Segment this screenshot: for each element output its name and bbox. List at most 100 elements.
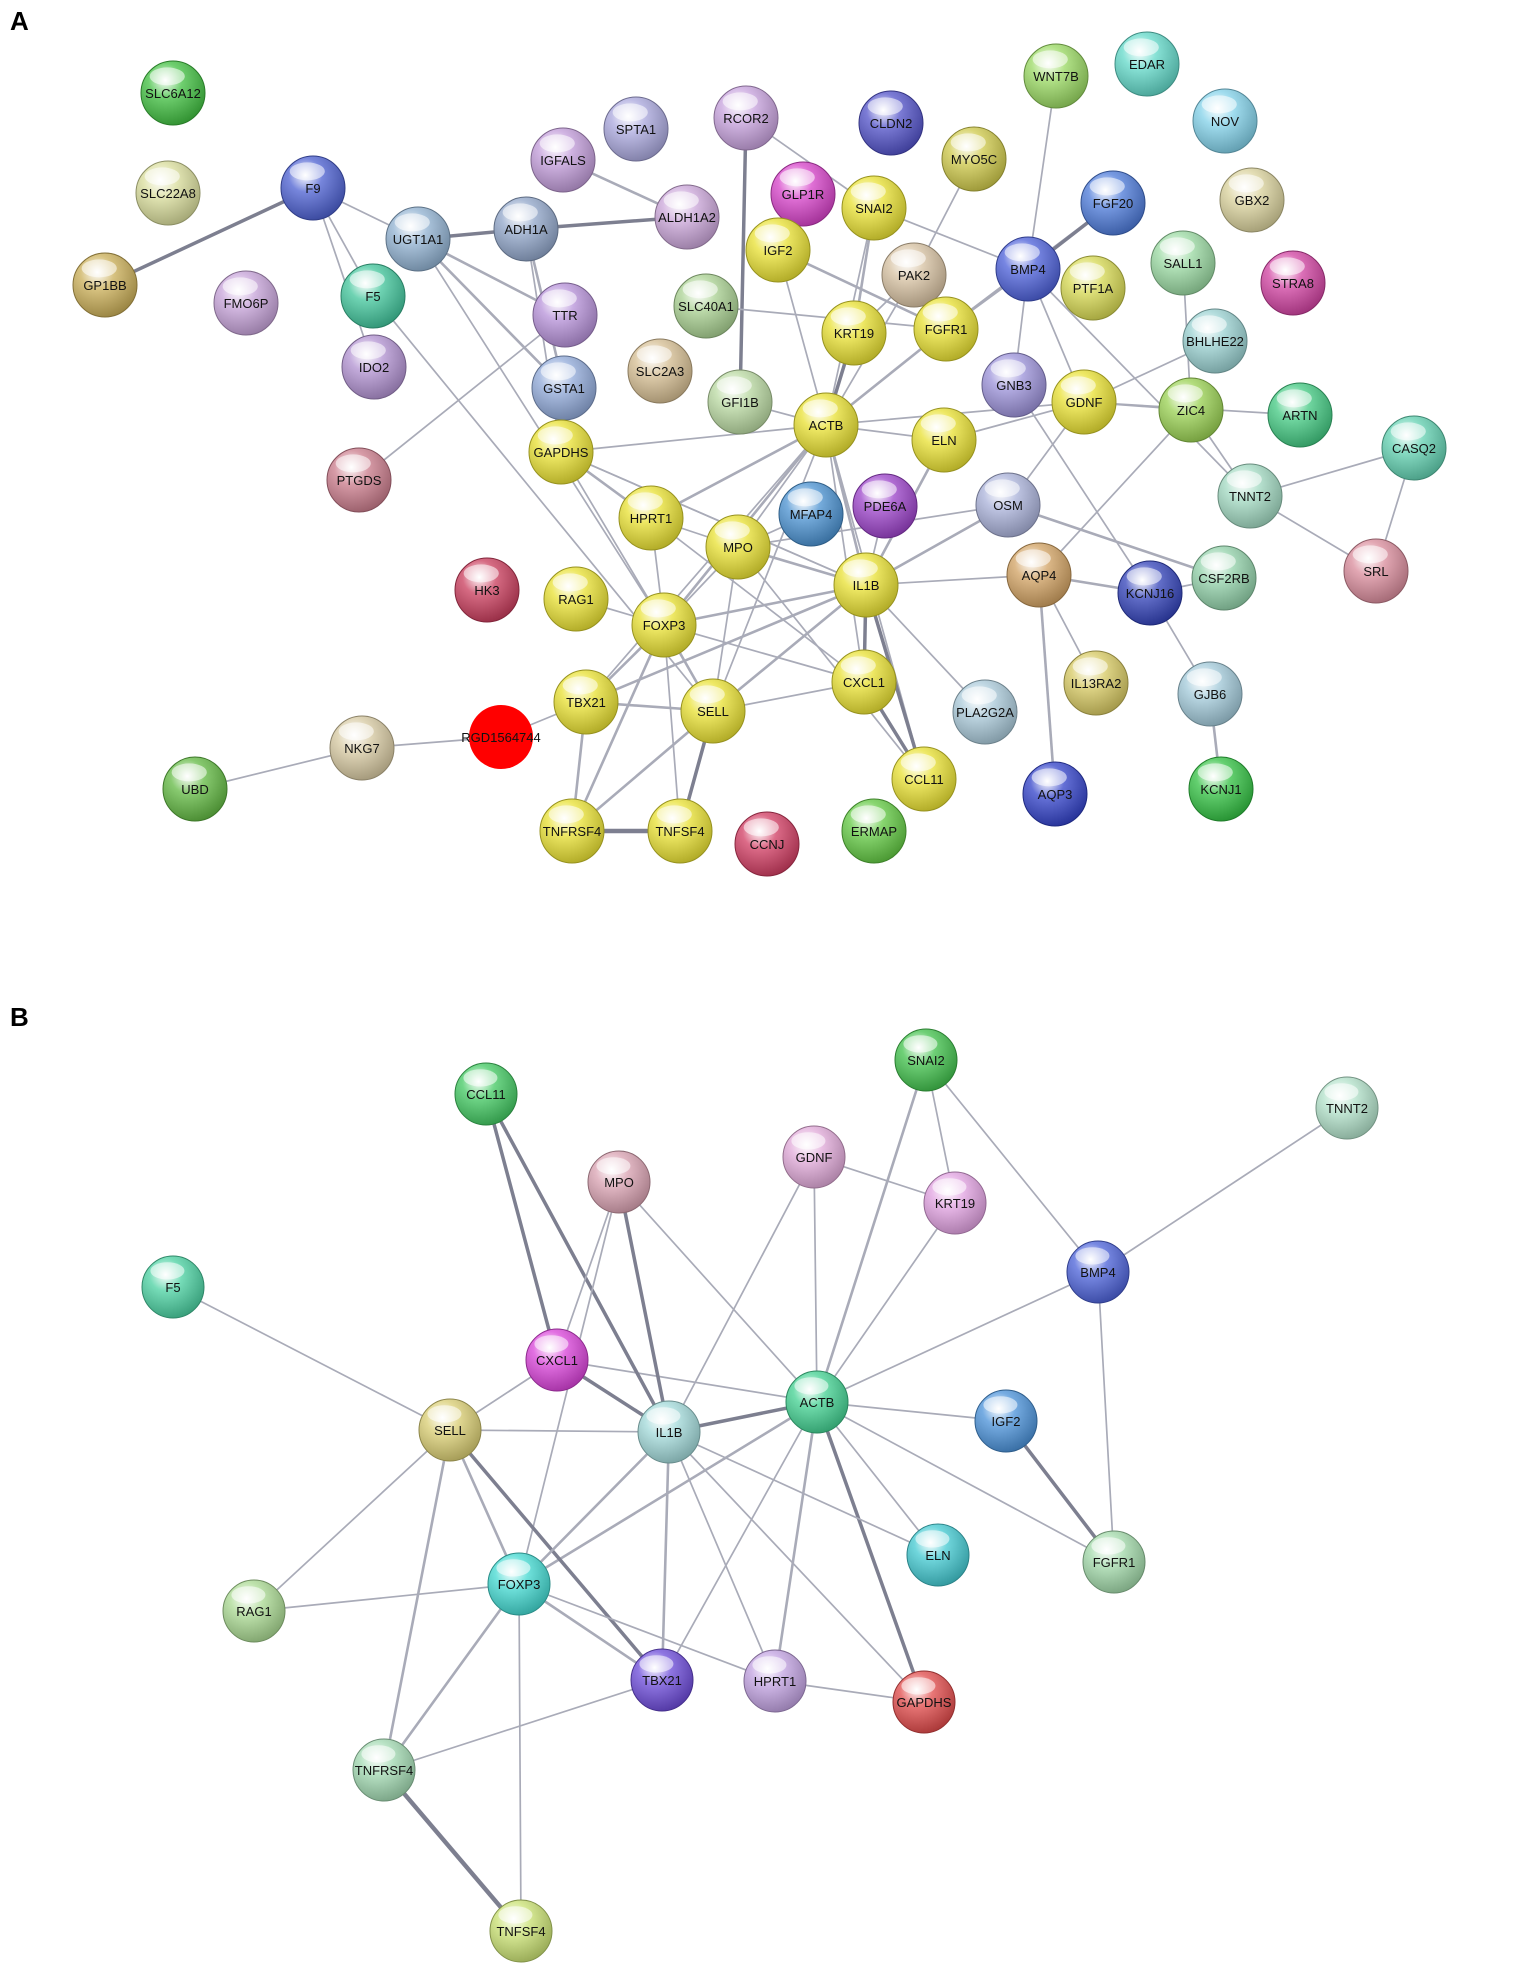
node-snai2[interactable]: SNAI2 [841, 175, 907, 241]
node-wnt7b[interactable]: WNT7B [1023, 43, 1089, 109]
node-ermap[interactable]: ERMAP [841, 798, 907, 864]
node-aqp4[interactable]: AQP4 [1006, 542, 1072, 608]
node-nov[interactable]: NOV [1192, 88, 1258, 154]
node-zic4[interactable]: ZIC4 [1158, 377, 1224, 443]
node-gfi1b[interactable]: GFI1B [707, 369, 773, 435]
node-slc2a3[interactable]: SLC2A3 [627, 338, 693, 404]
node-tnfrsf4[interactable]: TNFRSF4 [352, 1738, 416, 1802]
node-rcor2[interactable]: RCOR2 [713, 85, 779, 151]
node-igf2[interactable]: IGF2 [974, 1389, 1038, 1453]
node-bmp4[interactable]: BMP4 [1066, 1240, 1130, 1304]
node-ugt1a1[interactable]: UGT1A1 [385, 206, 451, 272]
node-gapdhs[interactable]: GAPDHS [892, 1670, 956, 1734]
node-cxcl1[interactable]: CXCL1 [525, 1328, 589, 1392]
node-pla2g2a[interactable]: PLA2G2A [952, 679, 1018, 745]
node-ptf1a[interactable]: PTF1A [1060, 255, 1126, 321]
node-label: IGFALS [540, 153, 586, 168]
node-gp1bb[interactable]: GP1BB [72, 252, 138, 318]
node-sell[interactable]: SELL [680, 678, 746, 744]
node-snai2[interactable]: SNAI2 [894, 1028, 958, 1092]
node-artn[interactable]: ARTN [1267, 382, 1333, 448]
node-il13ra2[interactable]: IL13RA2 [1063, 650, 1129, 716]
node-nkg7[interactable]: NKG7 [329, 715, 395, 781]
node-cxcl1[interactable]: CXCL1 [831, 649, 897, 715]
node-hk3[interactable]: HK3 [454, 557, 520, 623]
node-gbx2[interactable]: GBX2 [1219, 167, 1285, 233]
node-stra8[interactable]: STRA8 [1260, 250, 1326, 316]
node-ccl11[interactable]: CCL11 [891, 746, 957, 812]
node-kcnj1[interactable]: KCNJ1 [1188, 756, 1254, 822]
node-hprt1[interactable]: HPRT1 [743, 1649, 807, 1713]
node-ccl11[interactable]: CCL11 [454, 1062, 518, 1126]
node-actb[interactable]: ACTB [793, 392, 859, 458]
node-rag1[interactable]: RAG1 [543, 566, 609, 632]
edge-hprt1-cxcl1 [650, 517, 865, 683]
node-mpo[interactable]: MPO [705, 514, 771, 580]
node-fgf20[interactable]: FGF20 [1080, 170, 1146, 236]
node-igf2[interactable]: IGF2 [745, 217, 811, 283]
node-gjb6[interactable]: GJB6 [1177, 661, 1243, 727]
node-gsta1[interactable]: GSTA1 [531, 355, 597, 421]
node-hprt1[interactable]: HPRT1 [618, 485, 684, 551]
node-ttr[interactable]: TTR [532, 282, 598, 348]
node-csf2rb[interactable]: CSF2RB [1191, 545, 1257, 611]
node-fgfr1[interactable]: FGFR1 [1082, 1530, 1146, 1594]
node-aqp3[interactable]: AQP3 [1022, 761, 1088, 827]
node-slc40a1[interactable]: SLC40A1 [673, 273, 739, 339]
node-mfap4[interactable]: MFAP4 [778, 481, 844, 547]
node-tnnt2[interactable]: TNNT2 [1315, 1076, 1379, 1140]
node-f9[interactable]: F9 [280, 155, 346, 221]
node-eln[interactable]: ELN [906, 1523, 970, 1587]
node-tnfsf4[interactable]: TNFSF4 [647, 798, 713, 864]
node-ido2[interactable]: IDO2 [341, 334, 407, 400]
node-il1b[interactable]: IL1B [833, 552, 899, 618]
node-aldh1a2[interactable]: ALDH1A2 [654, 184, 720, 250]
node-slc22a8[interactable]: SLC22A8 [135, 160, 201, 226]
node-ptgds[interactable]: PTGDS [326, 447, 392, 513]
node-gapdhs[interactable]: GAPDHS [528, 419, 594, 485]
node-gdnf[interactable]: GDNF [1051, 369, 1117, 435]
node-spta1[interactable]: SPTA1 [603, 96, 669, 162]
node-tbx21[interactable]: TBX21 [630, 1648, 694, 1712]
node-igfals[interactable]: IGFALS [530, 127, 596, 193]
node-ccnj[interactable]: CCNJ [734, 811, 800, 877]
node-eln[interactable]: ELN [911, 407, 977, 473]
node-slc6a12[interactable]: SLC6A12 [140, 60, 206, 126]
node-osm[interactable]: OSM [975, 472, 1041, 538]
node-myo5c[interactable]: MYO5C [941, 126, 1007, 192]
node-bmp4[interactable]: BMP4 [995, 236, 1061, 302]
node-f5[interactable]: F5 [141, 1255, 205, 1319]
node-srl[interactable]: SRL [1343, 538, 1409, 604]
node-fgfr1[interactable]: FGFR1 [913, 296, 979, 362]
node-pak2[interactable]: PAK2 [881, 242, 947, 308]
node-bhlhe22[interactable]: BHLHE22 [1182, 308, 1248, 374]
node-edar[interactable]: EDAR [1114, 31, 1180, 97]
node-f5[interactable]: F5 [340, 263, 406, 329]
node-tnfsf4[interactable]: TNFSF4 [489, 1899, 553, 1963]
node-foxp3[interactable]: FOXP3 [487, 1552, 551, 1616]
node-tnnt2[interactable]: TNNT2 [1217, 463, 1283, 529]
node-adh1a[interactable]: ADH1A [493, 196, 559, 262]
node-kcnj16[interactable]: KCNJ16 [1117, 560, 1183, 626]
node-sell[interactable]: SELL [418, 1398, 482, 1462]
node-fmo6p[interactable]: FMO6P [213, 270, 279, 336]
node-casq2[interactable]: CASQ2 [1381, 415, 1447, 481]
node-tbx21[interactable]: TBX21 [553, 669, 619, 735]
node-gdnf[interactable]: GDNF [782, 1125, 846, 1189]
node-rag1[interactable]: RAG1 [222, 1579, 286, 1643]
node-sall1[interactable]: SALL1 [1150, 230, 1216, 296]
node-glp1r[interactable]: GLP1R [770, 161, 836, 227]
node-foxp3[interactable]: FOXP3 [631, 592, 697, 658]
node-krt19[interactable]: KRT19 [923, 1171, 987, 1235]
node-krt19[interactable]: KRT19 [821, 300, 887, 366]
node-actb[interactable]: ACTB [785, 1370, 849, 1434]
node-rgd1564744[interactable]: RGD1564744 [461, 705, 541, 769]
node-ubd[interactable]: UBD [162, 756, 228, 822]
node-mpo[interactable]: MPO [587, 1150, 651, 1214]
node-pde6a[interactable]: PDE6A [852, 473, 918, 539]
node-il1b[interactable]: IL1B [637, 1400, 701, 1464]
node-cldn2[interactable]: CLDN2 [858, 90, 924, 156]
edge-bmp4-wnt7b [1027, 75, 1057, 270]
node-tnfrsf4[interactable]: TNFRSF4 [539, 798, 605, 864]
node-gnb3[interactable]: GNB3 [981, 352, 1047, 418]
